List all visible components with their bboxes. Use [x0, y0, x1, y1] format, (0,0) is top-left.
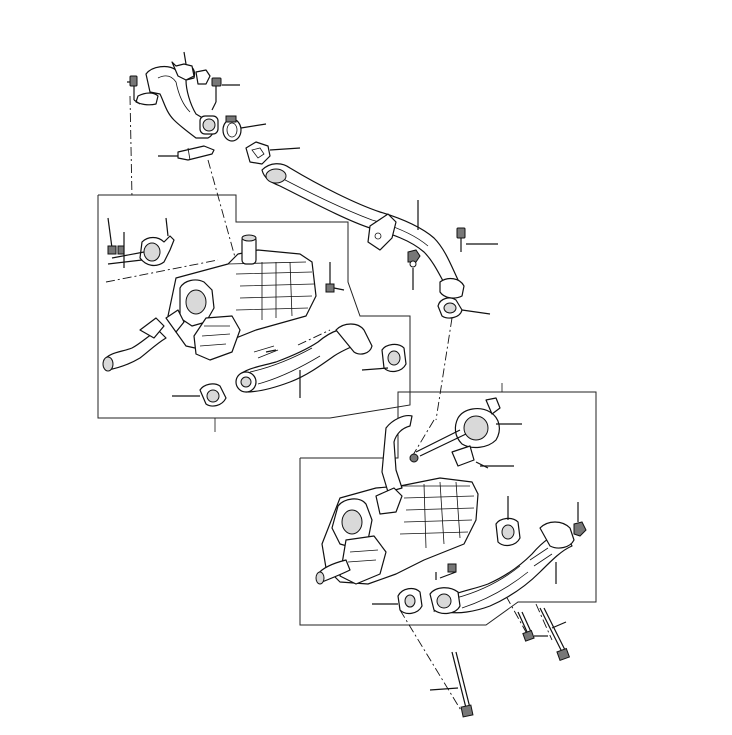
medium-bolt	[539, 607, 571, 662]
pipe-bolt-right	[211, 77, 240, 102]
flange-gasket-lower-right	[495, 496, 521, 547]
egr-cooler-assembly-upper	[102, 234, 345, 372]
lower-assembly-box	[299, 391, 597, 626]
pipe-bracket	[158, 145, 215, 161]
flange-gasket-lower-left	[372, 587, 461, 615]
short-bolt	[517, 611, 548, 642]
egr-actuator-upper	[107, 217, 175, 268]
flange-gasket-upper	[437, 297, 491, 319]
exhaust-tube	[443, 521, 575, 614]
hose-bracket-bolt	[456, 227, 498, 252]
long-bolt	[429, 651, 474, 718]
egr-cooler-assembly-lower	[315, 415, 479, 585]
pipe-bolt-left	[127, 75, 138, 100]
egr-actuator	[409, 397, 522, 469]
upper-assembly-box	[97, 194, 411, 419]
exhaust-tube-upper	[235, 323, 373, 398]
upper-coolant-pipe	[135, 51, 219, 139]
lower-small-bolt	[435, 563, 457, 580]
pipe-clip	[245, 141, 301, 165]
flange-gasket-left	[172, 383, 227, 407]
lower-right-nut	[573, 502, 587, 537]
hose-nut	[407, 249, 421, 290]
flange-gasket-right	[361, 343, 407, 373]
hose-clamp	[222, 115, 267, 142]
long-coolant-hose	[261, 163, 465, 299]
